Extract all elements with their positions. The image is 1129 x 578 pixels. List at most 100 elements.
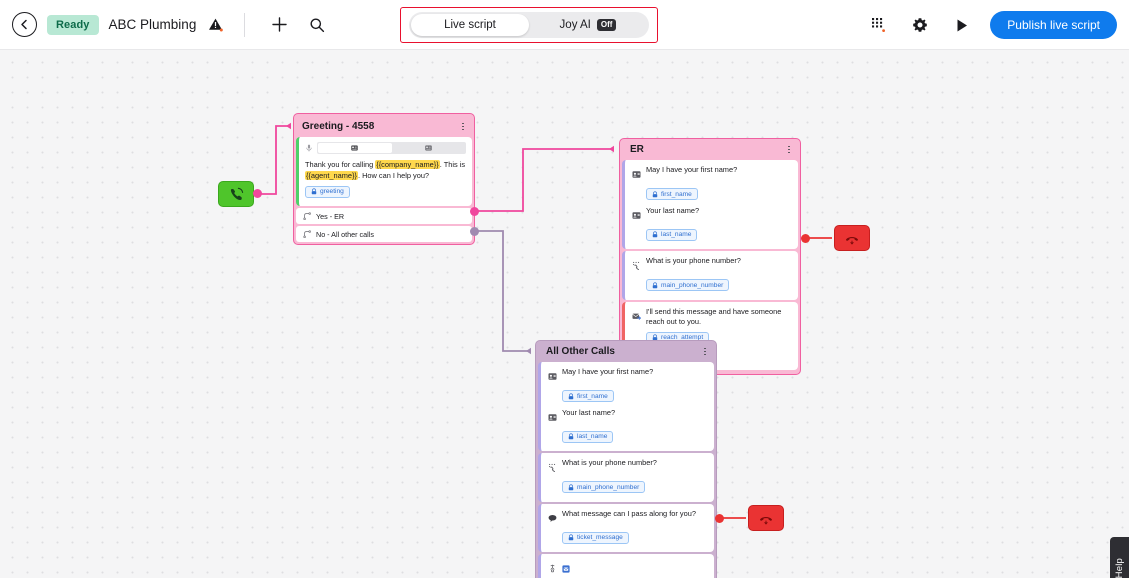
- help-label: Help: [1114, 557, 1125, 578]
- aoc-field-tag-label: first_name: [577, 392, 608, 400]
- er-step-line: I'll send this message and have someone …: [632, 307, 792, 328]
- aoc-field-tag-label: main_phone_number: [577, 483, 640, 491]
- ask-name-icon: [548, 367, 557, 386]
- branch-icon: [303, 230, 311, 239]
- branch-row-yes-er[interactable]: Yes - ER: [296, 208, 472, 225]
- er-step-text: May I have your first name?: [646, 165, 738, 174]
- er-step-names[interactable]: May I have your first name? first_name: [622, 160, 798, 249]
- flow-canvas[interactable]: Greeting - 4558: [0, 50, 1129, 578]
- aoc-field-tag-ticket-message[interactable]: ticket_message: [562, 531, 629, 544]
- more-options-icon[interactable]: [462, 122, 464, 131]
- all-other-calls-output-port[interactable]: [715, 514, 724, 523]
- aoc-step-message[interactable]: What message can I pass along for you? t…: [538, 503, 714, 552]
- lock-icon: [311, 188, 317, 195]
- prompt-variable-company: {{company_name}}: [375, 160, 440, 169]
- warning-triangle-icon[interactable]: [206, 16, 224, 34]
- joy-ai-state-badge: Off: [596, 19, 617, 31]
- greeting-view-option-2[interactable]: [392, 143, 466, 153]
- aoc-tag-wrap: main_phone_number: [548, 477, 708, 496]
- email-ask-icon: [548, 559, 557, 578]
- card-text-icon: [425, 145, 432, 151]
- er-step-phone[interactable]: What is your phone number? main_phone_nu…: [622, 251, 798, 300]
- er-tag-wrap: first_name: [632, 184, 792, 203]
- er-output-port[interactable]: [801, 234, 810, 243]
- phone-keypad-icon: [548, 458, 557, 477]
- plus-icon: [272, 17, 287, 32]
- play-icon: [957, 19, 968, 31]
- back-button[interactable]: [12, 12, 37, 37]
- aoc-tag-wrap: first_name: [548, 386, 708, 405]
- hangup-phone-icon: [846, 236, 858, 245]
- play-button[interactable]: [948, 11, 976, 39]
- end-call-er-node[interactable]: [834, 225, 870, 251]
- connector-edges: [258, 122, 832, 519]
- er-node-title: ER: [630, 144, 644, 155]
- settings-button[interactable]: [906, 11, 934, 39]
- er-step-text: Your last name?: [646, 205, 700, 215]
- account-name: ABC Plumbing: [108, 17, 197, 32]
- aoc-field-tag-last-name[interactable]: last_name: [562, 430, 614, 443]
- greeting-field-tag[interactable]: greeting: [305, 185, 350, 198]
- more-options-icon[interactable]: [788, 145, 790, 154]
- status-badge: Ready: [47, 14, 99, 35]
- message-bubble-icon: [548, 509, 557, 528]
- search-button[interactable]: [303, 11, 331, 39]
- card-text-icon: [351, 145, 358, 151]
- aoc-step-names[interactable]: May I have your first name? first_name: [538, 362, 714, 451]
- branch-label-yes-er: Yes - ER: [316, 211, 345, 221]
- publish-live-script-button[interactable]: Publish live script: [990, 11, 1117, 39]
- er-step-text: What is your phone number?: [646, 256, 741, 265]
- greeting-output-port-no[interactable]: [470, 227, 479, 236]
- er-field-tag-label: reach_attempt: [661, 334, 704, 342]
- tab-live-script[interactable]: Live script: [411, 14, 529, 36]
- gear-icon: [913, 18, 928, 32]
- aoc-field-tag-first-name[interactable]: first_name: [562, 390, 614, 402]
- script-mode-segmented-control[interactable]: Live script Joy AI Off: [409, 12, 649, 38]
- greeting-view-toggle[interactable]: [317, 142, 466, 154]
- prompt-variable-agent: {{agent_name}}: [305, 171, 358, 181]
- aoc-step-line: What is your phone number?: [548, 458, 708, 477]
- hangup-phone-icon: [760, 516, 772, 525]
- er-step-line: Your last name?: [632, 206, 792, 225]
- start-node-output-port[interactable]: [253, 189, 262, 198]
- er-step-line: May I have your first name?: [632, 165, 792, 184]
- er-field-tag-last-name[interactable]: last_name: [646, 228, 698, 241]
- start-call-node[interactable]: [218, 181, 254, 207]
- aoc-step-text: What is your phone number?: [562, 458, 657, 467]
- greeting-view-option-1[interactable]: [318, 143, 392, 153]
- lock-icon: [652, 231, 658, 238]
- aoc-step-email[interactable]: What is your email address? email_addres…: [538, 554, 714, 578]
- greeting-message-card[interactable]: Thank you for calling {{company_name}}. …: [296, 137, 472, 207]
- aoc-step-text: May I have your first name?: [562, 367, 654, 376]
- help-button[interactable]: Help: [1110, 537, 1129, 578]
- incoming-call-icon: [230, 187, 243, 200]
- end-call-all-other-node[interactable]: [748, 505, 784, 531]
- add-button[interactable]: [265, 11, 293, 39]
- aoc-field-tag-label: ticket_message: [577, 534, 623, 541]
- er-field-tag-first-name[interactable]: first_name: [646, 188, 698, 200]
- aoc-step-text: Your last name?: [562, 407, 616, 417]
- toolbar-divider: [244, 12, 246, 37]
- greeting-node[interactable]: Greeting - 4558: [293, 113, 475, 246]
- send-message-icon: [632, 307, 641, 326]
- all-other-calls-node[interactable]: All Other Calls May I have your first na…: [535, 340, 717, 578]
- aoc-step-phone[interactable]: What is your phone number? main_phone_nu…: [538, 453, 714, 502]
- er-tag-wrap: last_name: [632, 225, 792, 244]
- prompt-part: Thank you for calling: [305, 160, 376, 169]
- more-options-icon[interactable]: [704, 347, 706, 356]
- aoc-step-line: What message can I pass along for you?: [548, 509, 708, 528]
- er-field-tag-phone[interactable]: main_phone_number: [646, 279, 730, 291]
- lock-icon: [652, 281, 658, 288]
- ask-name-icon: [632, 206, 641, 225]
- branch-row-no-all-other[interactable]: No - All other calls: [296, 226, 472, 243]
- greeting-output-port-yes[interactable]: [470, 207, 479, 216]
- tab-joy-ai[interactable]: Joy AI Off: [529, 14, 647, 36]
- aoc-field-tag-phone[interactable]: main_phone_number: [562, 481, 646, 493]
- aoc-field-tag-label: last_name: [577, 433, 608, 440]
- toolbar-right-group: Publish live script: [864, 0, 1117, 50]
- apps-grid-button[interactable]: [864, 11, 892, 39]
- lock-icon: [568, 534, 574, 541]
- publish-live-script-label: Publish live script: [1007, 18, 1100, 32]
- aoc-step-line: May I have your first name?: [548, 367, 708, 386]
- all-other-calls-header: All Other Calls: [538, 341, 714, 362]
